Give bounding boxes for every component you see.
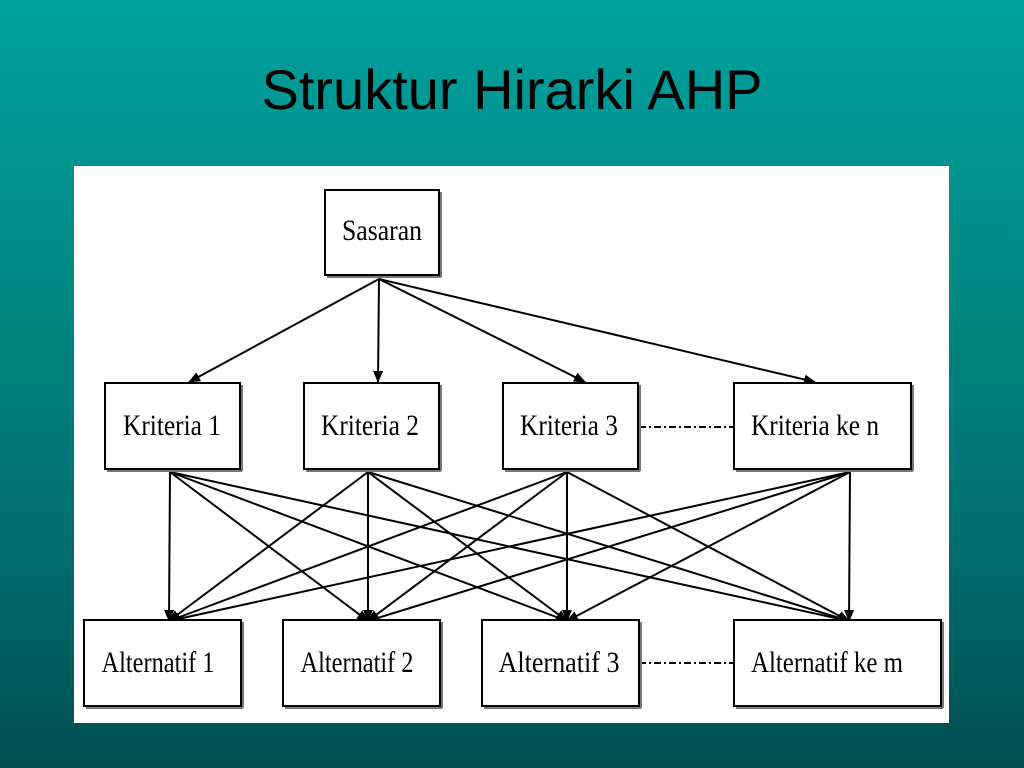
criteria-node-3: Kriteria 3 [502,382,641,472]
criteria-node-n: Kriteria ke n [733,382,914,472]
hierarchy-diagram: Sasaran Kriteria 1 Kriteria 2 Kriteria 3… [74,166,949,723]
criteria-label-2: Kriteria 2 [321,409,419,442]
criteria-label-3: Kriteria 3 [520,409,618,442]
criteria-node-2: Kriteria 2 [303,382,442,472]
edge-criteria-1-to-alternative-1 [164,471,175,622]
hierarchy-diagram-svg: Sasaran Kriteria 1 Kriteria 2 Kriteria 3… [83,189,944,709]
edge-goal-to-criteria-2 [373,278,384,383]
goal-node: Sasaran [324,189,442,278]
edge-goal-to-criteria-4 [378,278,816,385]
criteria-label-n: Kriteria ke n [751,409,879,442]
edge-goal-to-criteria-3 [378,278,586,383]
alternative-node-3: Alternatif 3 [481,619,642,709]
edge-criteria-4-to-alternative-2 [367,471,851,623]
alternative-node-1: Alternatif 1 [83,619,244,709]
edges-layer [164,278,855,624]
edge-goal-to-criteria-1 [188,278,380,383]
alternative-label-3: Alternatif 3 [499,646,620,679]
goal-label: Sasaran [342,214,422,247]
alternative-node-m: Alternatif ke m [733,619,944,709]
alternative-label-m: Alternatif ke m [751,646,903,679]
edge-criteria-4-to-alternative-3 [566,471,851,622]
edge-criteria-3-to-alternative-2 [367,471,568,622]
edge-criteria-4-to-alternative-1 [168,471,851,624]
edge-criteria-2-to-alternative-1 [168,471,369,622]
alternative-label-2: Alternatif 2 [301,646,414,679]
criteria-node-1: Kriteria 1 [104,382,243,472]
alternative-label-1: Alternatif 1 [102,646,215,679]
edge-criteria-3-to-alternative-1 [168,471,568,622]
criteria-label-1: Kriteria 1 [123,409,221,442]
edge-criteria-4-to-alternative-4 [844,471,855,622]
alternative-node-2: Alternatif 2 [282,619,443,709]
slide-title: Struktur Hirarki AHP [261,58,763,121]
